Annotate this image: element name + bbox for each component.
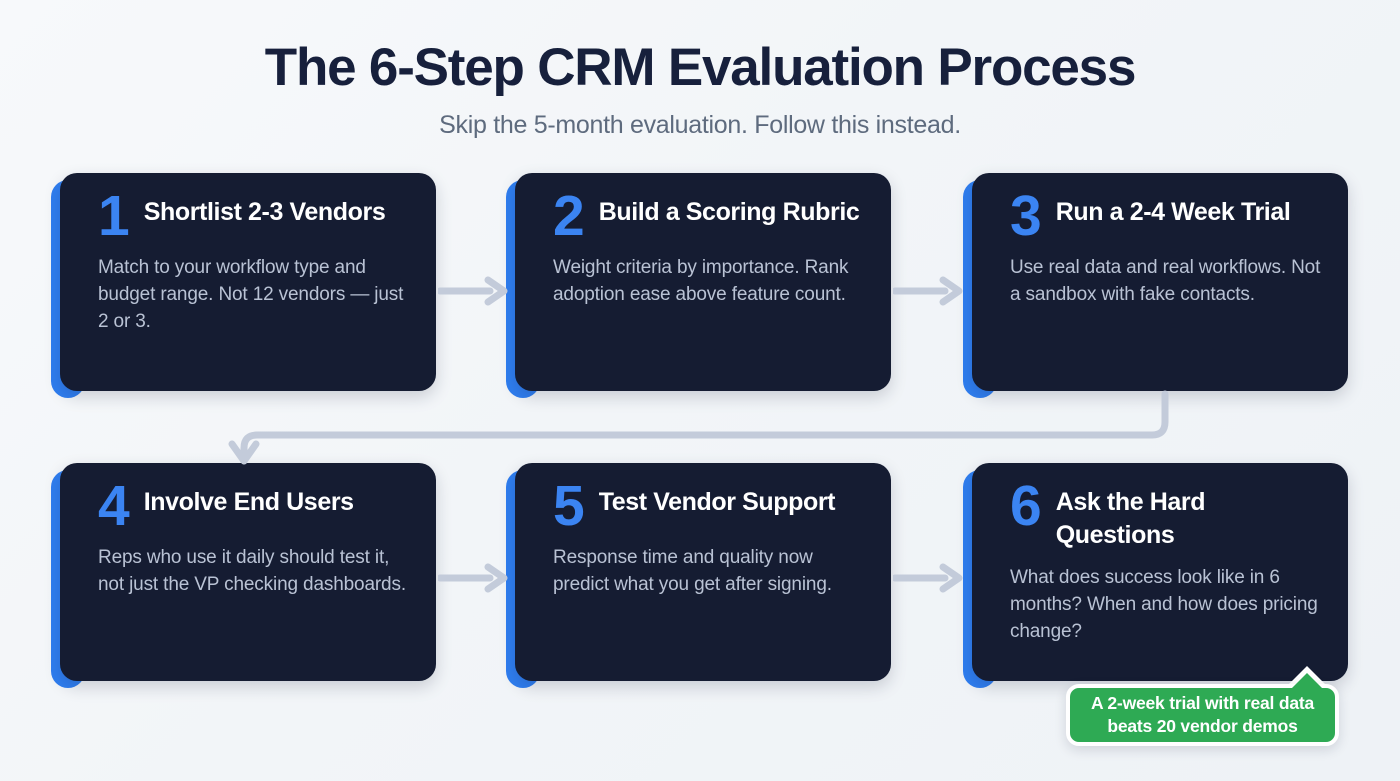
callout-pointer-icon [1290, 673, 1324, 690]
step-title: Run a 2-4 Week Trial [1055, 198, 1291, 226]
step-title: Build a Scoring Rubric [598, 198, 860, 226]
card-head: 4 Involve End Users [98, 477, 410, 534]
step-number: 4 [98, 474, 130, 538]
step-card-1[interactable]: 1 Shortlist 2-3 Vendors Match to your wo… [51, 173, 436, 398]
step-title: Ask the Hard Questions [1055, 488, 1206, 549]
step-card-5[interactable]: 5 Test Vendor Support Response time and … [506, 463, 891, 688]
card-head: 5 Test Vendor Support [553, 477, 865, 534]
callout-badge[interactable]: A 2-week trial with real data beats 20 v… [1066, 684, 1339, 746]
step-number: 5 [553, 474, 585, 538]
step-card-3[interactable]: 3 Run a 2-4 Week Trial Use real data and… [963, 173, 1348, 398]
step-title: Shortlist 2-3 Vendors [143, 198, 386, 226]
page-subtitle: Skip the 5-month evaluation. Follow this… [439, 110, 961, 139]
step-card-4[interactable]: 4 Involve End Users Reps who use it dail… [51, 463, 436, 688]
card-body: 2 Build a Scoring Rubric Weight criteria… [515, 173, 891, 391]
page-title: The 6-Step CRM Evaluation Process [264, 38, 1137, 97]
card-head: 1 Shortlist 2-3 Vendors [98, 187, 410, 244]
step-number: 2 [553, 184, 585, 248]
infographic-header: The 6-Step CRM Evaluation Process Skip t… [0, 0, 1400, 140]
card-body: 5 Test Vendor Support Response time and … [515, 463, 891, 681]
step-description: Weight criteria by importance. Rank adop… [553, 257, 849, 306]
step-description: Match to your workflow type and budget r… [98, 257, 404, 333]
card-body: 1 Shortlist 2-3 Vendors Match to your wo… [60, 173, 436, 391]
step-title: Test Vendor Support [598, 488, 836, 516]
card-body: 6 Ask the Hard Questions What does succe… [972, 463, 1348, 681]
step-description: What does success look like in 6 months?… [1010, 567, 1318, 642]
step-number: 1 [98, 184, 130, 248]
callout-text: A 2-week trial with real data beats 20 v… [1090, 693, 1315, 736]
steps-grid: 1 Shortlist 2-3 Vendors Match to your wo… [0, 173, 1400, 693]
step-card-6[interactable]: 6 Ask the Hard Questions What does succe… [963, 463, 1348, 688]
card-body: 4 Involve End Users Reps who use it dail… [60, 463, 436, 681]
card-head: 2 Build a Scoring Rubric [553, 187, 865, 244]
step-description: Response time and quality now predict wh… [553, 547, 832, 596]
card-body: 3 Run a 2-4 Week Trial Use real data and… [972, 173, 1348, 391]
step-title: Involve End Users [143, 488, 354, 516]
step-description: Reps who use it daily should test it, no… [98, 547, 406, 596]
card-head: 6 Ask the Hard Questions [1010, 477, 1322, 552]
step-number: 6 [1010, 474, 1042, 538]
step-description: Use real data and real workflows. Not a … [1010, 257, 1321, 306]
step-card-2[interactable]: 2 Build a Scoring Rubric Weight criteria… [506, 173, 891, 398]
card-head: 3 Run a 2-4 Week Trial [1010, 187, 1322, 244]
step-number: 3 [1010, 184, 1042, 248]
